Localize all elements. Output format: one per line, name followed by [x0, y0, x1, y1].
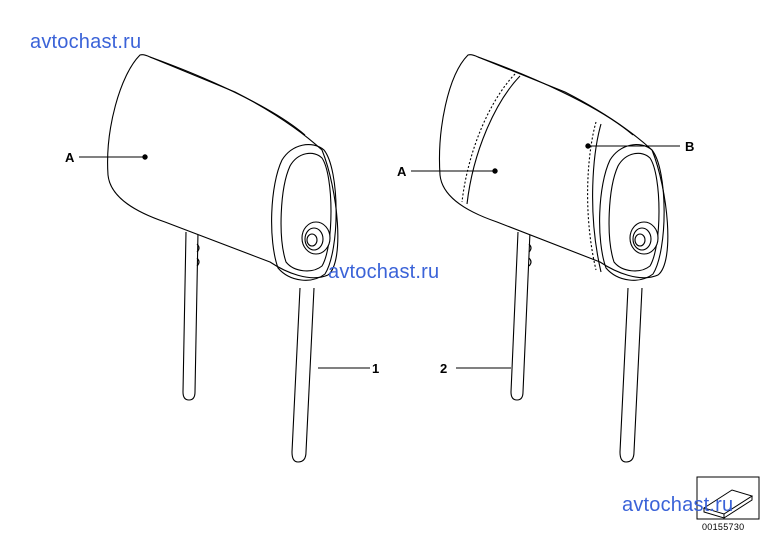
callout-a-left: A	[65, 150, 75, 165]
seam-stitch-left	[461, 73, 516, 203]
leader-lines	[79, 143, 680, 369]
watermark-center: avtochast.ru	[328, 261, 440, 283]
headrest-2-end-cap	[599, 144, 665, 281]
headrest-2-posts	[510, 231, 643, 463]
diagram-number: 00155730	[702, 522, 745, 532]
sheet-reference-icon	[696, 476, 760, 520]
watermark-top-left: avtochast.ru	[30, 31, 142, 53]
headrest-1	[107, 54, 339, 463]
callout-part-2: 2	[440, 361, 448, 376]
seam-stitch-right	[587, 121, 597, 271]
callout-a-right: A	[397, 164, 407, 179]
watermark-bottom-right: avtochast.ru	[622, 494, 734, 516]
headrest-1-posts	[182, 231, 315, 463]
headrest-1-end-cap	[271, 144, 337, 281]
headrest-2	[438, 54, 669, 463]
callout-part-1: 1	[372, 361, 380, 376]
callout-b: B	[685, 139, 695, 154]
